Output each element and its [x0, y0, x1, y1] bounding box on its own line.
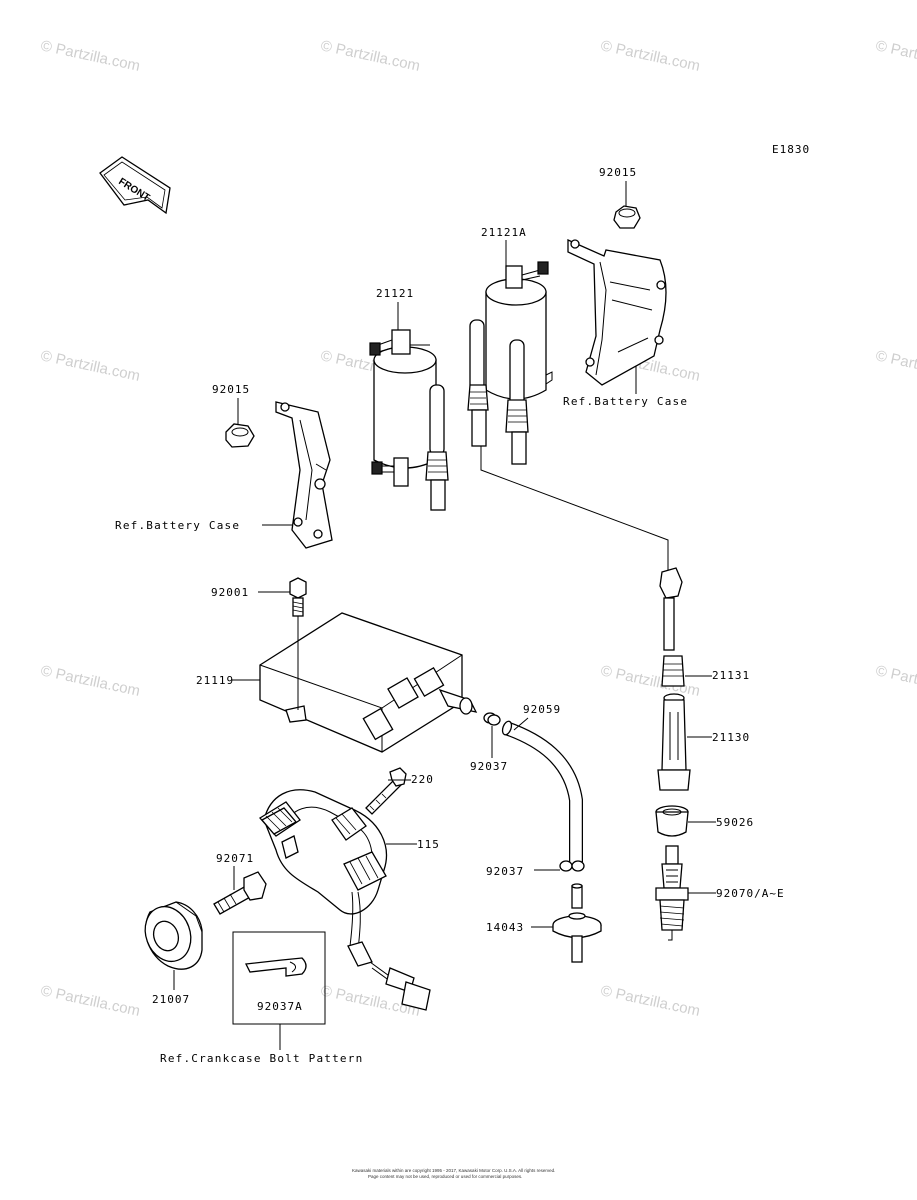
clip-92037-lower[interactable]: [559, 860, 585, 872]
label-14043[interactable]: 14043: [486, 921, 524, 934]
clip-92037[interactable]: [483, 712, 501, 726]
label-92059[interactable]: 92059: [523, 703, 561, 716]
igniter-21119[interactable]: [259, 612, 478, 753]
crankcase-bolt-box: [232, 931, 326, 1025]
label-92037A[interactable]: 92037A: [257, 1000, 303, 1013]
bolt-92001[interactable]: [289, 577, 307, 710]
nut-92015-left[interactable]: [225, 423, 255, 448]
battery-case-bracket-left[interactable]: [275, 401, 333, 549]
ref-battery-case-right[interactable]: Ref.Battery Case: [563, 395, 688, 408]
bolt-220[interactable]: [365, 767, 407, 815]
label-92037-lower[interactable]: 92037: [486, 865, 524, 878]
vacuum-hose-92059[interactable]: [501, 720, 583, 862]
label-92070[interactable]: 92070/A~E: [716, 887, 785, 900]
pickup-coil-59026[interactable]: [258, 789, 431, 1011]
label-92071[interactable]: 59026: [716, 816, 754, 829]
label-92037[interactable]: 92037: [470, 760, 508, 773]
watermark: © Partzilla.com: [599, 982, 701, 1020]
watermark: © Partzilla.com: [39, 37, 141, 75]
copyright-footer: Kawasaki materials within are copyright …: [352, 1168, 555, 1179]
ref-crankcase-bolt-pattern[interactable]: Ref.Crankcase Bolt Pattern: [160, 1052, 363, 1065]
spark-plug-92070[interactable]: [655, 845, 689, 941]
nut-92015-top[interactable]: [613, 205, 641, 229]
watermark: © Partzilla.com: [39, 347, 141, 385]
watermark: © Partzilla.com: [39, 662, 141, 700]
watermark: © Partzilla.com: [599, 37, 701, 75]
copyright-line: Page content may not be used, reproduced…: [368, 1174, 522, 1179]
label-21121[interactable]: 21121: [376, 287, 414, 300]
battery-case-bracket-right[interactable]: [567, 238, 667, 386]
label-21130[interactable]: 21130: [712, 731, 750, 744]
label-115[interactable]: 92071: [216, 852, 254, 865]
watermark: © Partzilla.com: [319, 37, 421, 75]
plug-lead-line: [480, 446, 669, 572]
label-220[interactable]: 220: [411, 773, 434, 786]
ref-battery-case-left[interactable]: Ref.Battery Case: [115, 519, 240, 532]
bolt-115[interactable]: [213, 871, 267, 915]
cap-21131[interactable]: [661, 655, 685, 687]
label-21131[interactable]: 21131: [712, 669, 750, 682]
cap-92071[interactable]: [655, 805, 689, 837]
label-92001[interactable]: 92001: [211, 586, 249, 599]
label-59026[interactable]: 115: [417, 838, 440, 851]
watermark: © Partzilla.com: [39, 982, 141, 1020]
diagram-code: E1830: [772, 143, 810, 156]
clamp-92037A[interactable]: [245, 957, 307, 977]
ignition-coil-21121[interactable]: [369, 329, 449, 511]
label-21119[interactable]: 21119: [196, 674, 234, 687]
label-92015-left[interactable]: 92015: [212, 383, 250, 396]
rotor-21007[interactable]: [138, 900, 203, 970]
vacuum-valve-14043[interactable]: [552, 883, 602, 963]
label-21007[interactable]: 21007: [152, 993, 190, 1006]
watermark: © Partzilla.com: [874, 662, 917, 700]
watermark: © Partzilla.com: [874, 347, 917, 385]
watermark: © Partzilla.com: [599, 662, 701, 700]
plug-lead-terminal[interactable]: [659, 567, 683, 651]
front-arrow-icon: FRONT: [99, 156, 171, 215]
ignition-coil-21121A[interactable]: [467, 261, 553, 465]
label-92015-top[interactable]: 92015: [599, 166, 637, 179]
label-21121A[interactable]: 21121A: [481, 226, 527, 239]
copyright-line: Kawasaki materials within are copyright …: [352, 1168, 555, 1173]
watermark: © Partzilla.com: [874, 37, 917, 75]
plug-cap-21130[interactable]: [657, 693, 691, 791]
